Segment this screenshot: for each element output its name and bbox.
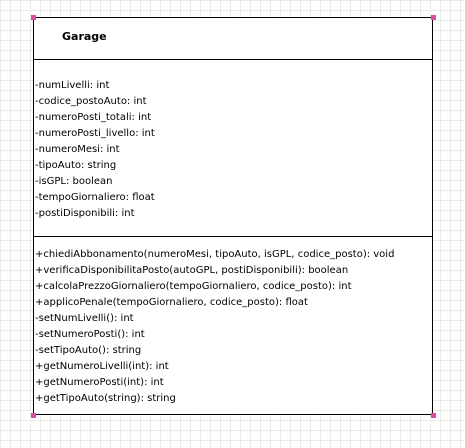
method-item: +applicoPenale(tempoGiornaliero, codice_… — [35, 297, 308, 308]
attributes-compartment: -numLivelli: int -codice_postoAuto: int … — [34, 60, 432, 237]
method-item: +chiediAbbonamento(numeroMesi, tipoAuto,… — [35, 249, 395, 260]
attribute-item: -codice_postoAuto: int — [35, 96, 147, 107]
method-item: +getTipoAuto(string): string — [35, 393, 176, 404]
attribute-item: -numeroPosti_totali: int — [35, 112, 152, 123]
resize-handle-top-left[interactable] — [31, 15, 36, 20]
attribute-item: -numeroPosti_livello: int — [35, 128, 155, 139]
method-item: -setNumLivelli(): int — [35, 313, 134, 324]
attribute-list: -numLivelli: int -codice_postoAuto: int … — [35, 78, 155, 222]
method-item: -setTipoAuto(): string — [35, 345, 142, 356]
class-name: Garage — [62, 30, 107, 43]
method-item: +getNumeroLivelli(int): int — [35, 361, 169, 372]
attribute-item: -tipoAuto: string — [35, 160, 117, 171]
attribute-item: -tempoGiornaliero: float — [35, 192, 155, 203]
method-list: +chiediAbbonamento(numeroMesi, tipoAuto,… — [35, 247, 394, 407]
class-name-compartment: Garage — [34, 18, 432, 60]
method-item: -setNumeroPosti(): int — [35, 329, 145, 340]
attribute-item: -numLivelli: int — [35, 80, 110, 91]
method-item: +verificaDisponibilitaPosto(autoGPL, pos… — [35, 265, 349, 276]
uml-class-garage[interactable]: Garage -numLivelli: int -codice_postoAut… — [33, 17, 433, 415]
attribute-item: -isGPL: boolean — [35, 176, 113, 187]
method-item: +calcolaPrezzoGiornaliero(tempoGiornalie… — [35, 281, 352, 292]
attribute-item: -postiDisponibili: int — [35, 208, 135, 219]
resize-handle-bottom-left[interactable] — [31, 413, 36, 418]
attribute-item: -numeroMesi: int — [35, 144, 120, 155]
methods-compartment: +chiediAbbonamento(numeroMesi, tipoAuto,… — [34, 237, 432, 414]
method-item: +getNumeroPosti(int): int — [35, 377, 164, 388]
resize-handle-top-right[interactable] — [431, 15, 436, 20]
resize-handle-bottom-right[interactable] — [431, 413, 436, 418]
